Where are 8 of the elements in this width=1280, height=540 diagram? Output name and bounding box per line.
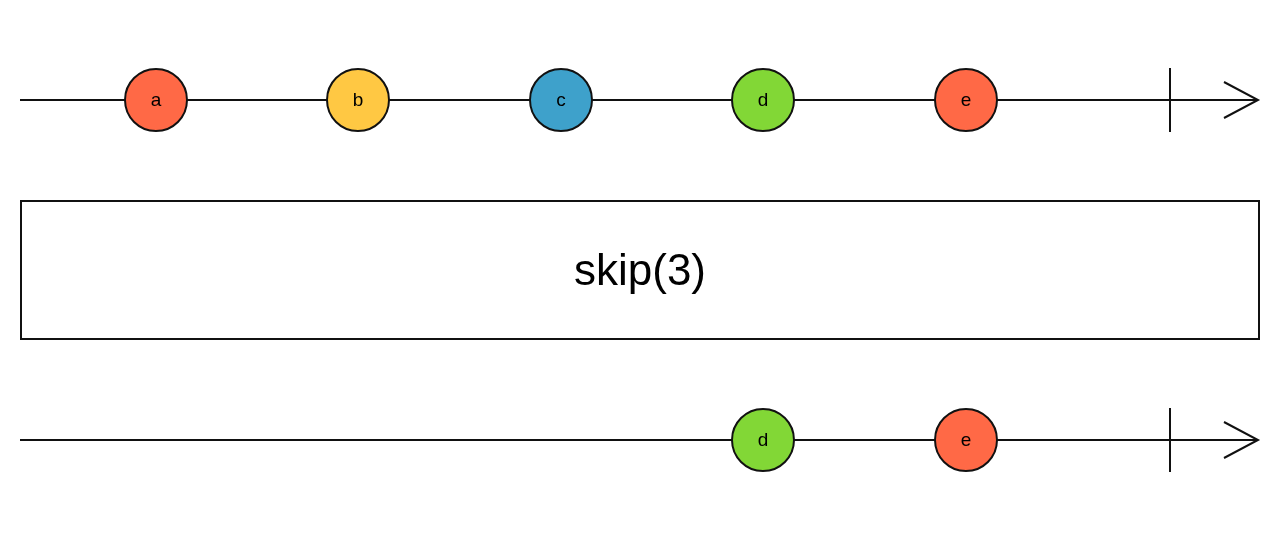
marble: e	[934, 68, 998, 132]
operator-box: skip(3)	[20, 200, 1260, 340]
marble: c	[529, 68, 593, 132]
marble: d	[731, 68, 795, 132]
marble: a	[124, 68, 188, 132]
marble: e	[934, 408, 998, 472]
marble: b	[326, 68, 390, 132]
marble: d	[731, 408, 795, 472]
